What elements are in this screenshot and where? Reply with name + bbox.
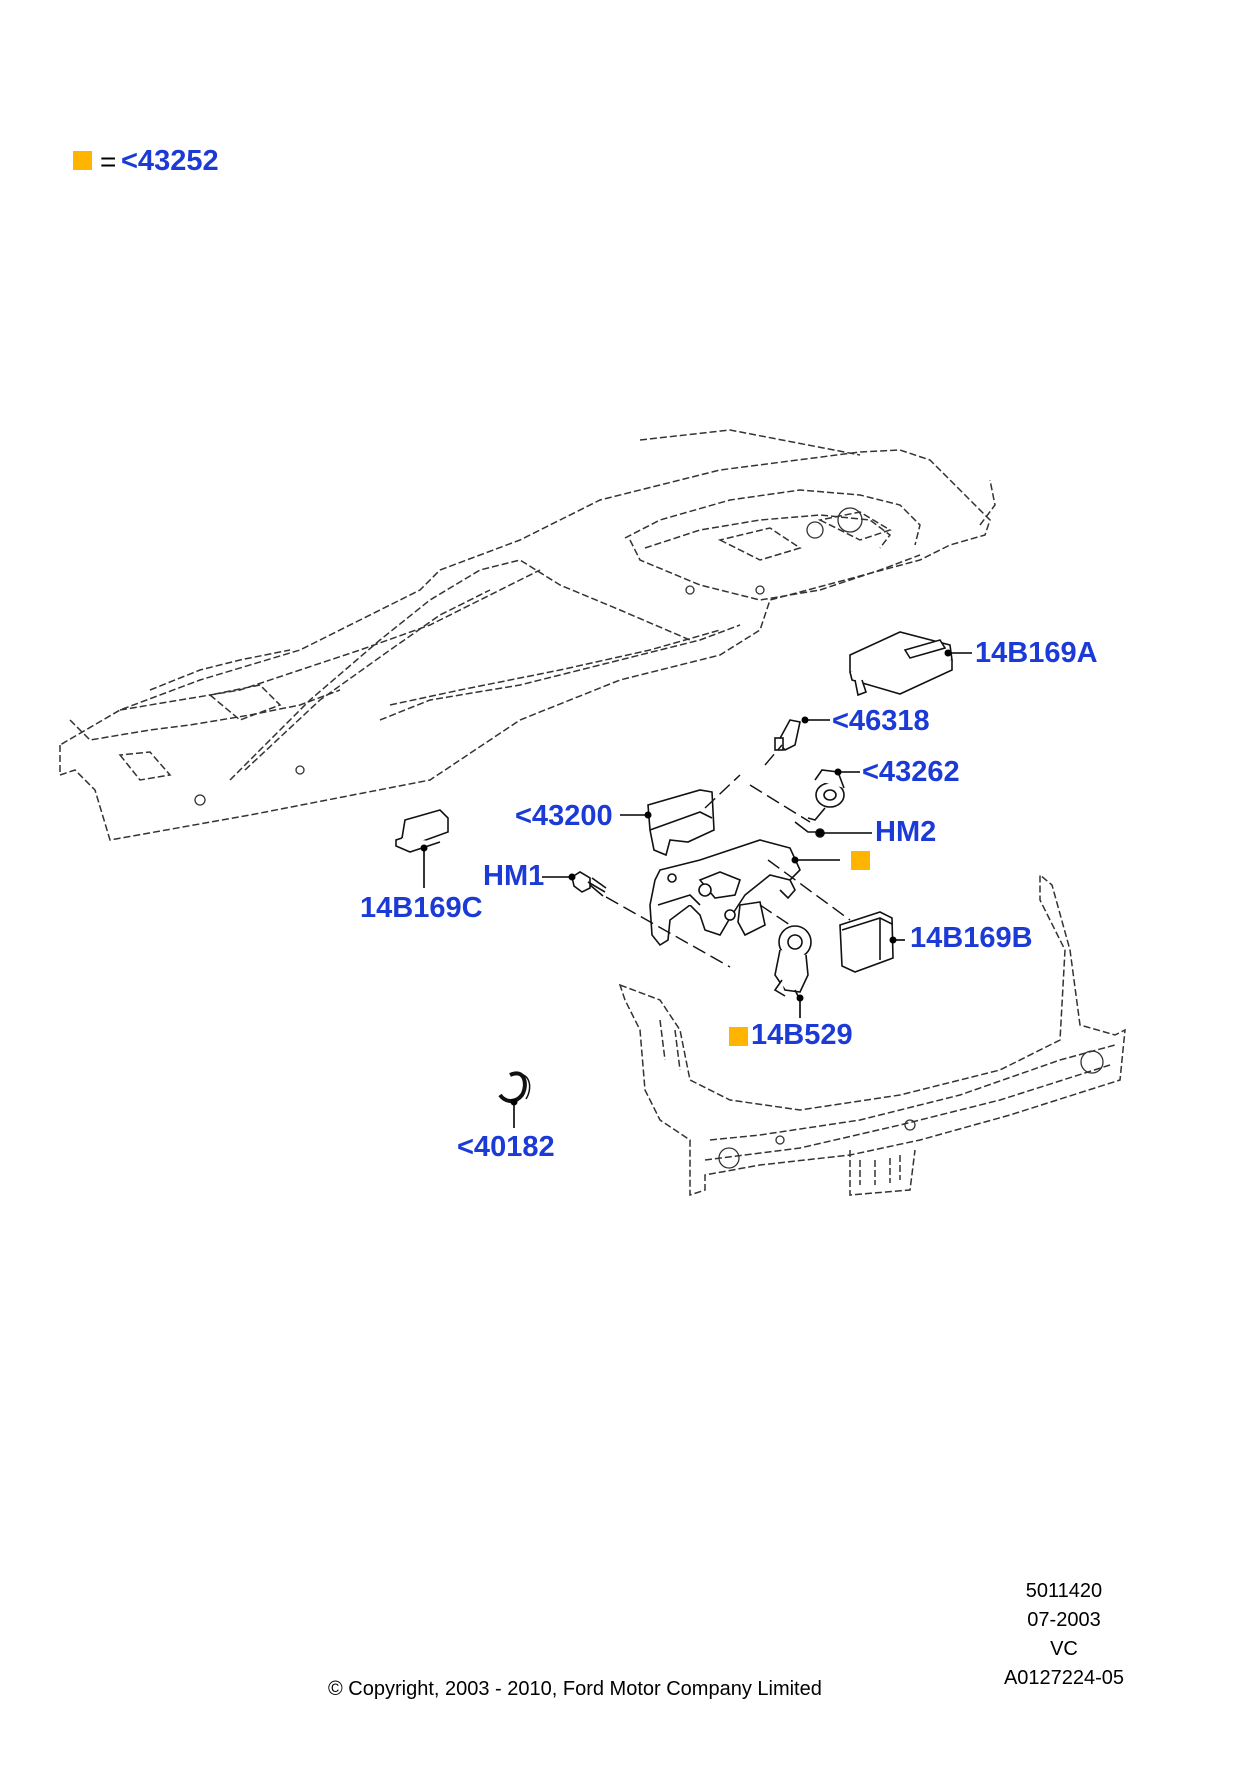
callout-14B169B[interactable]: 14B169B <box>910 922 1033 954</box>
callout-43262[interactable]: <43262 <box>862 756 960 788</box>
bolt-HM1 <box>571 871 607 897</box>
rear-panel-hole <box>718 1147 740 1169</box>
callout-HM2[interactable]: HM2 <box>875 816 937 848</box>
assembly-guide-lines <box>605 744 851 968</box>
body-bolt-hole <box>295 765 305 775</box>
module-14B169B <box>839 911 894 973</box>
illustration-reference: A0127224-05 <box>1003 1667 1125 1689</box>
callout-14B169A[interactable]: 14B169A <box>975 637 1098 669</box>
marker-latch <box>851 851 870 870</box>
legend-equals: = <box>100 146 117 177</box>
callout-HM1[interactable]: HM1 <box>483 860 545 892</box>
rear-panel-hole <box>1080 1050 1104 1074</box>
body-bolt-hole <box>755 585 765 595</box>
callout-46318[interactable]: <46318 <box>832 705 930 737</box>
illustration-date: 07-2003 <box>1027 1609 1101 1631</box>
motor-14B529 <box>773 925 812 1001</box>
module-14B169A <box>849 631 953 697</box>
diagram-info-block: 5011420 07-2003 VC A0127224-05 <box>984 1577 1144 1693</box>
rear-panel <box>618 873 1126 1197</box>
illustration-number: 5011420 <box>1025 1580 1103 1602</box>
body-bolt-hole <box>194 794 206 806</box>
callout-40182[interactable]: <40182 <box>457 1131 555 1163</box>
body-opening <box>806 521 824 539</box>
actuator-43262 <box>807 769 845 821</box>
body-bolt-hole <box>685 585 695 595</box>
latch-assembly-43200 <box>647 789 801 947</box>
leader-lines <box>423 652 972 1128</box>
callout-14B529[interactable]: 14B529 <box>751 1019 853 1051</box>
legend-marker <box>73 151 92 170</box>
body-opening <box>837 507 863 533</box>
rear-panel-hole <box>904 1119 916 1131</box>
rear-panel-hole <box>775 1135 785 1145</box>
callout-14B169C[interactable]: 14B169C <box>360 892 483 924</box>
vehicle-code: VC <box>1050 1638 1078 1660</box>
module-14B169C <box>395 809 449 853</box>
copyright-notice: © Copyright, 2003 - 2010, Ford Motor Com… <box>328 1678 822 1700</box>
clip-40182 <box>498 1071 531 1103</box>
marker-14B529 <box>729 1027 748 1046</box>
legend-target-link[interactable]: <43252 <box>121 145 219 177</box>
callout-43200[interactable]: <43200 <box>515 800 613 832</box>
vehicle-body-floor-pan <box>59 429 996 841</box>
clip-46318 <box>774 719 801 751</box>
